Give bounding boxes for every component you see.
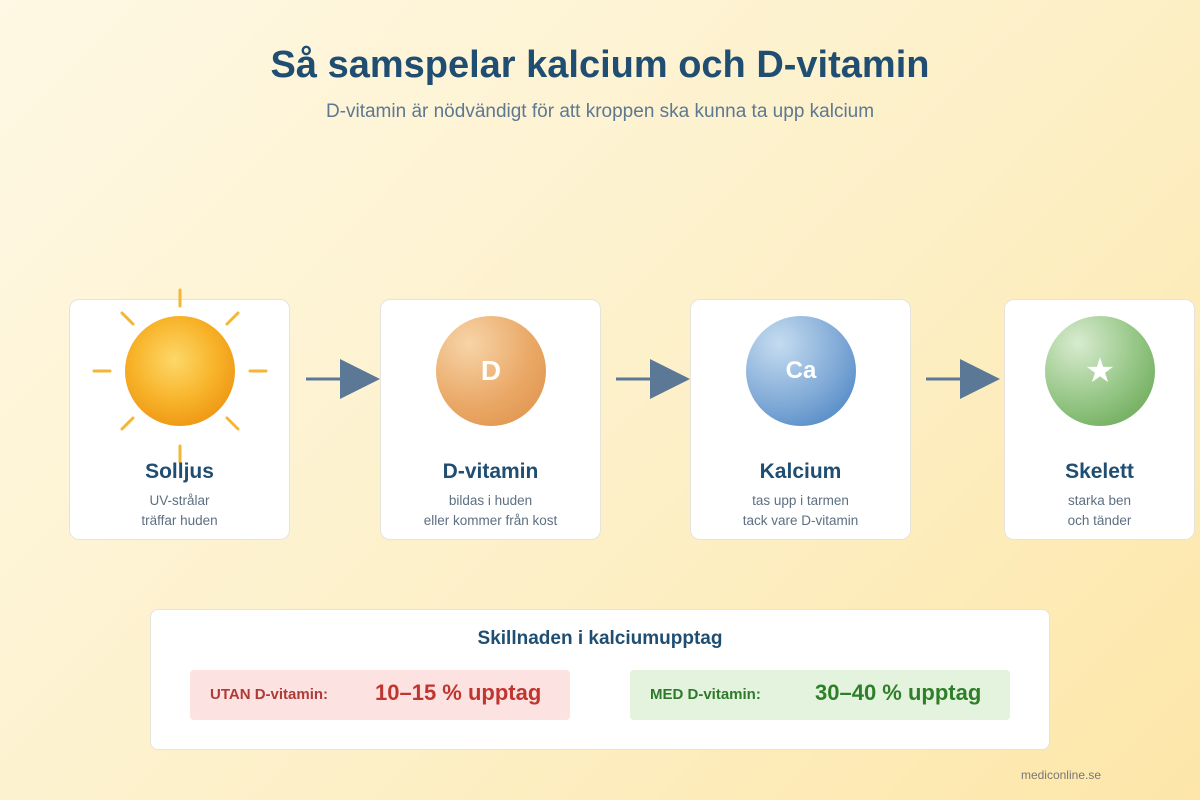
page-subtitle: D-vitamin är nödvändigt för att kroppen …	[325, 101, 875, 122]
step-title: Skelett	[1065, 460, 1134, 483]
without-value: 10–15 % upptag	[375, 680, 542, 705]
arrow-right-icon	[306, 359, 380, 399]
with-label: MED D-vitamin:	[650, 686, 761, 703]
step-title: D-vitamin	[442, 460, 539, 483]
step-title: Solljus	[145, 460, 214, 483]
with-vitamin-d-badge: MED D-vitamin: 30–40 % upptag	[630, 670, 1010, 720]
step-card-sunlight: Solljus UV-strålar träffar huden	[69, 288, 290, 540]
step-description: starka ben och tänder	[1067, 493, 1132, 528]
vitamin-d-icon: D	[436, 316, 546, 426]
step-title: Kalcium	[759, 460, 842, 483]
step-card-calcium: Ca Kalcium tas upp i tarmen tack vare D-…	[690, 299, 911, 540]
arrow-right-icon	[616, 359, 690, 399]
arrow-right-icon	[926, 359, 1000, 399]
sun-icon	[92, 288, 268, 464]
without-label: UTAN D-vitamin:	[210, 686, 329, 703]
without-vitamin-d-badge: UTAN D-vitamin: 10–15 % upptag	[190, 670, 570, 720]
comparison-title: Skillnaden i kalciumupptag	[477, 628, 723, 649]
step-description: tas upp i tarmen tack vare D-vitamin	[742, 493, 859, 528]
step-card-skeleton: ★ Skelett starka ben och tänder	[1004, 299, 1195, 540]
page-title: Så samspelar kalcium och D-vitamin	[270, 44, 930, 86]
step-description: UV-strålar träffar huden	[141, 493, 218, 528]
with-value: 30–40 % upptag	[815, 680, 982, 705]
step-description: bildas i huden eller kommer från kost	[423, 493, 558, 528]
comparison-panel: Skillnaden i kalciumupptag UTAN D-vitami…	[150, 609, 1050, 750]
step-card-vitamin-d: D D-vitamin bildas i huden eller kommer …	[380, 299, 601, 540]
calcium-icon: Ca	[746, 316, 856, 426]
star-icon: ★	[1045, 316, 1155, 426]
source-credit: mediconline.se	[1020, 768, 1101, 782]
